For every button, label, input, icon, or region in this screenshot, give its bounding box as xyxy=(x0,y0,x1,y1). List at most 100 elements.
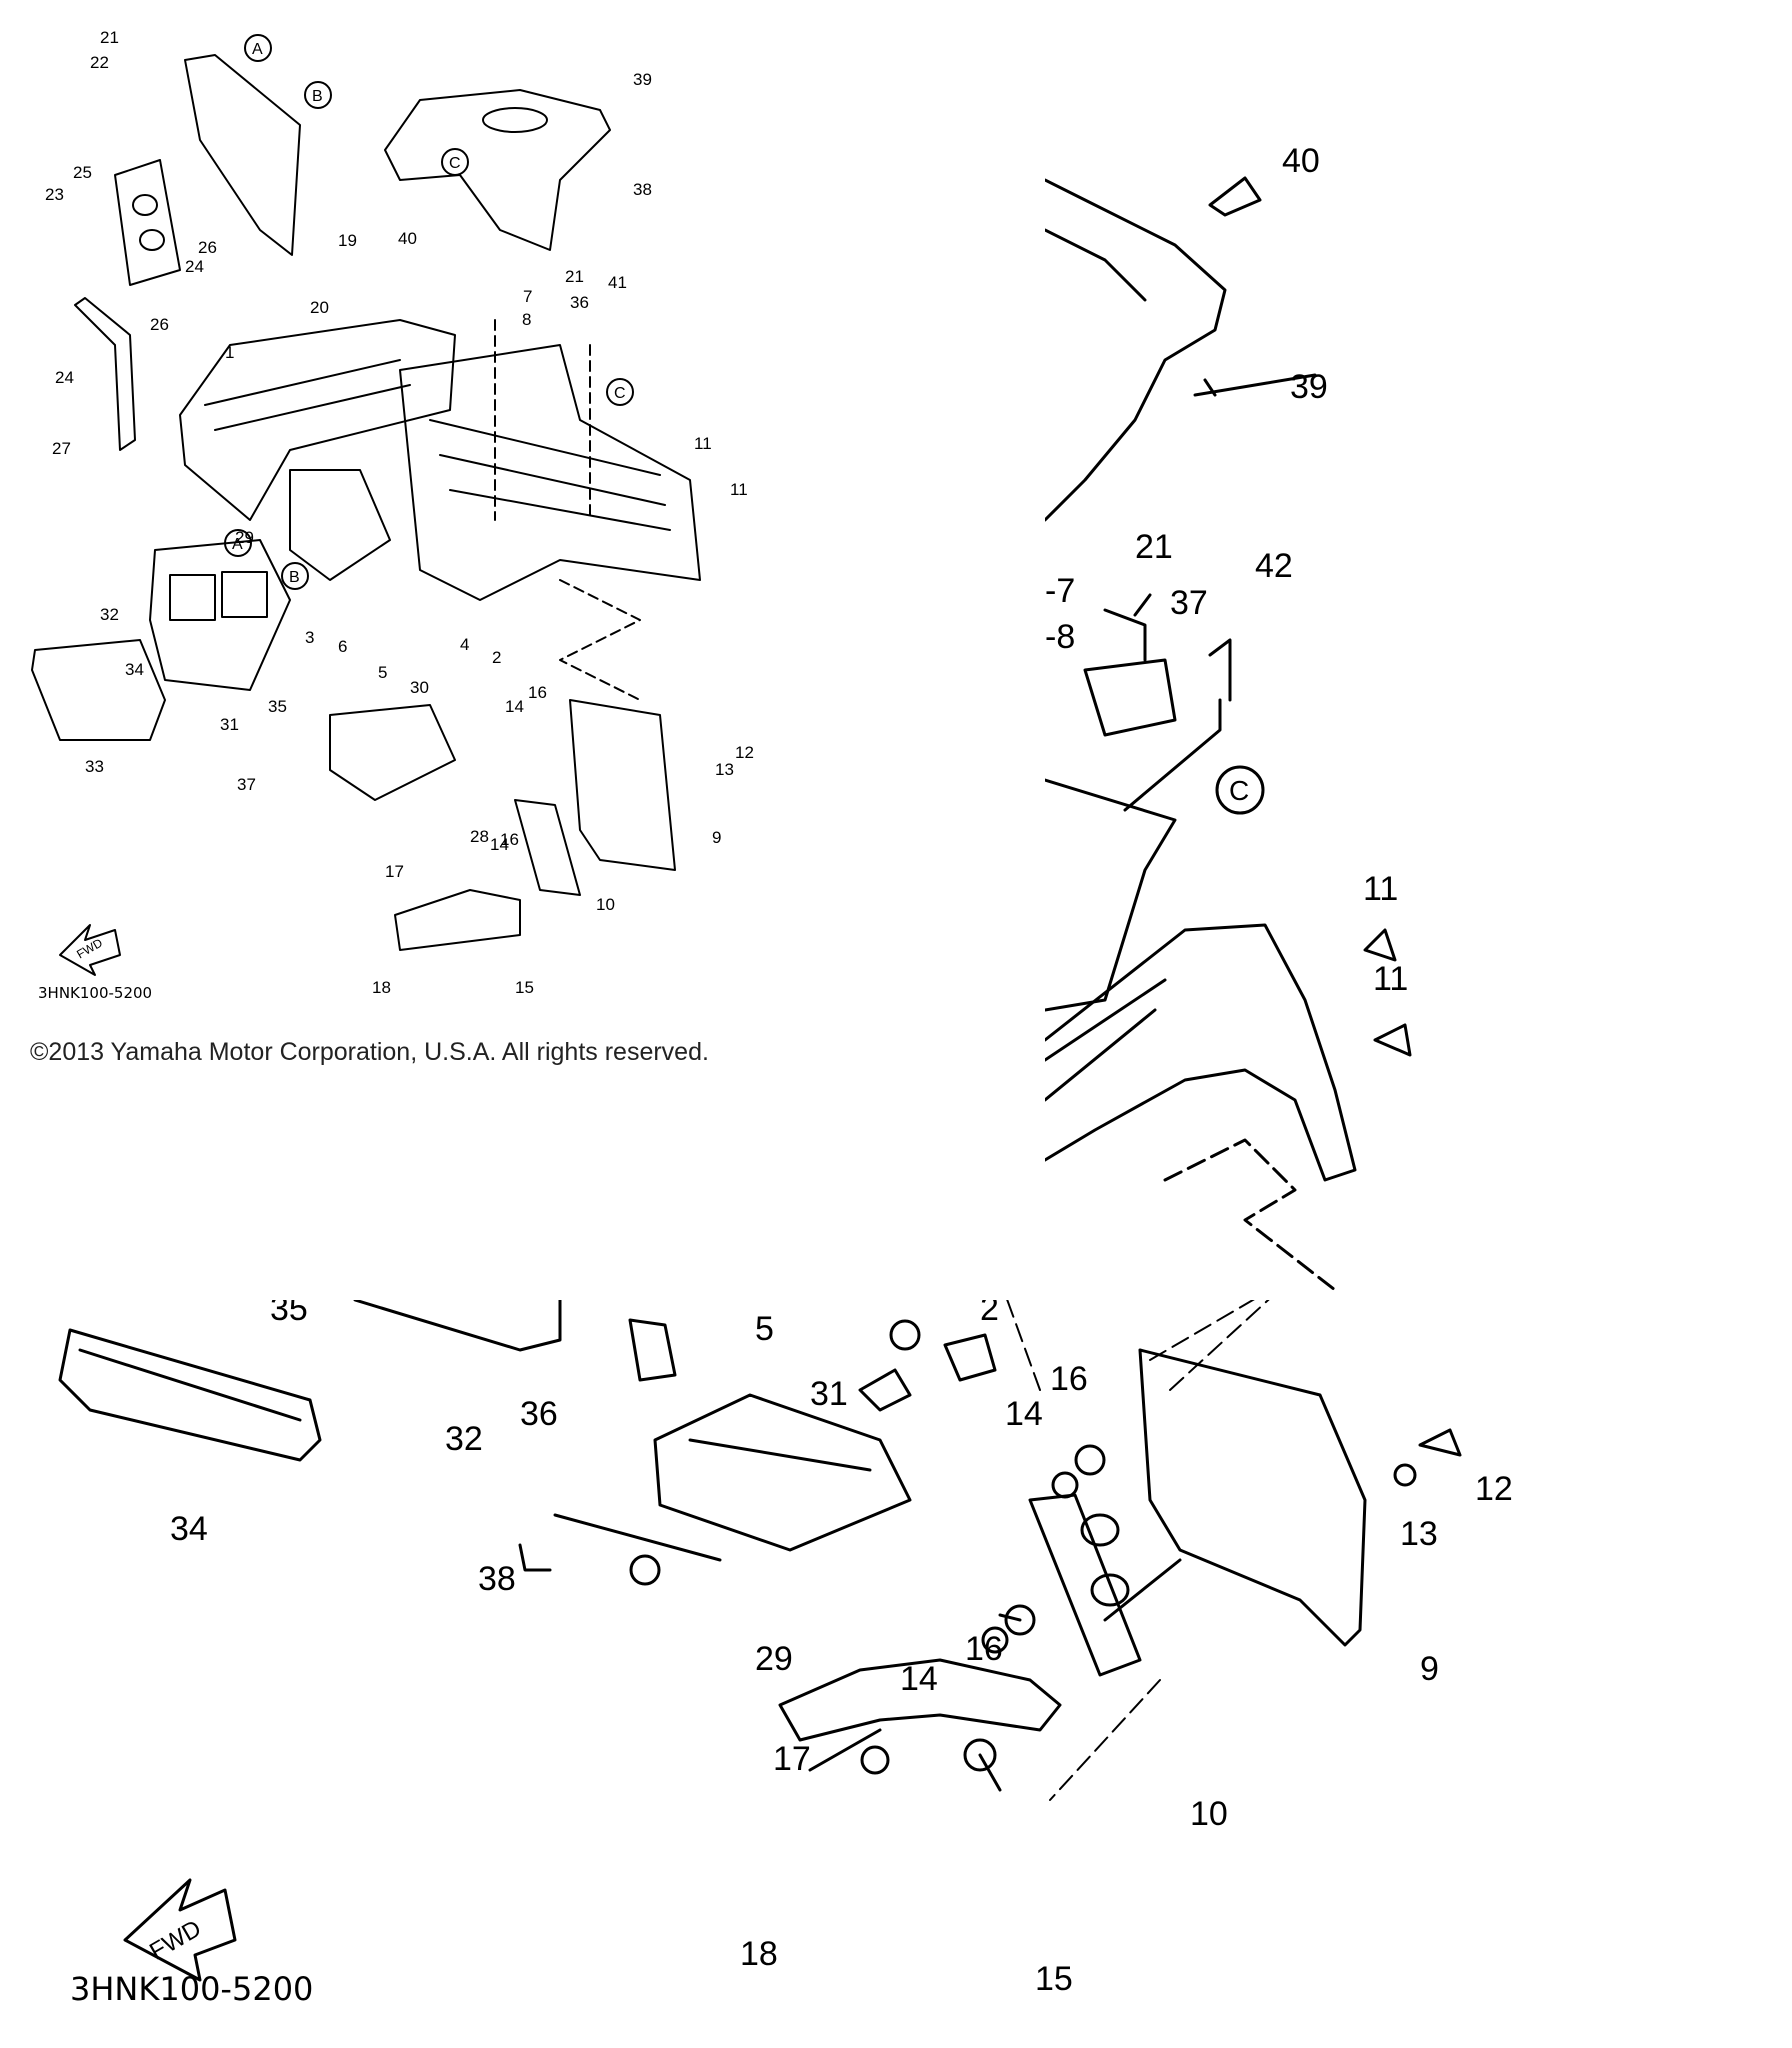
alignment-lines xyxy=(494,319,641,701)
part-label-36: 36 xyxy=(570,293,589,312)
part-label--7: -7 xyxy=(1045,572,1075,610)
part-39-inner-edge xyxy=(1045,228,1147,302)
part-label-22: 22 xyxy=(90,53,109,72)
part-label-16: 16 xyxy=(528,683,547,702)
part-label-31: 31 xyxy=(220,715,239,734)
part-label-13: 13 xyxy=(715,760,734,779)
part-20-hole-2 xyxy=(139,229,165,251)
screw-42-leader xyxy=(1123,638,1232,812)
part-30-housing xyxy=(289,469,391,581)
fwd-label: FWD xyxy=(74,935,105,961)
part-label-14: 14 xyxy=(1005,1395,1043,1433)
part-label-9: 9 xyxy=(1420,1650,1439,1688)
callout-c-mid xyxy=(606,378,634,406)
part-label-10: 10 xyxy=(596,895,615,914)
part-label-1: 1 xyxy=(225,343,234,362)
part-32-frame-detail xyxy=(353,1300,562,1352)
nut-15 xyxy=(963,1738,997,1772)
part-rear-fender-ribs xyxy=(429,419,671,531)
part-32-lens-right xyxy=(221,571,268,618)
part-label-6: 6 xyxy=(338,637,347,656)
part-label-29: 29 xyxy=(235,528,254,547)
alignment-dash-lower xyxy=(1006,1300,1270,1801)
part-label-12: 12 xyxy=(1475,1470,1513,1508)
callout-b-top xyxy=(304,81,332,109)
part-label-37: 37 xyxy=(237,775,256,794)
callout-c-zoom-letter: C xyxy=(1229,775,1249,806)
part-label-21: 21 xyxy=(1135,528,1173,566)
bolt-18 xyxy=(860,1745,890,1775)
part-17-bracket-detail xyxy=(778,1658,1062,1742)
plate-hole-1 xyxy=(1080,1513,1120,1547)
part-label-35: 35 xyxy=(268,697,287,716)
part-label--8: -8 xyxy=(1045,618,1075,656)
fender-ribs xyxy=(1045,978,1167,1102)
part-label-34: 34 xyxy=(125,660,144,679)
part-9-mud-flap xyxy=(569,699,676,871)
body-section xyxy=(1045,778,1177,1012)
part-label-24: 24 xyxy=(185,257,204,276)
fwd-arrow-icon-large xyxy=(123,1878,237,1982)
part-label-7: 7 xyxy=(523,287,532,306)
part-label-15: 15 xyxy=(515,978,534,997)
part-label-37: 37 xyxy=(1170,584,1208,622)
part-label-4: 4 xyxy=(460,635,469,654)
washer-4 xyxy=(889,1319,921,1351)
callout-a-letter: A xyxy=(252,41,263,58)
part-label-5: 5 xyxy=(755,1310,774,1348)
part-label-18: 18 xyxy=(740,1935,778,1973)
part-39-opening xyxy=(482,107,548,133)
part-label-16: 16 xyxy=(500,830,519,849)
washer-16-b xyxy=(1004,1604,1036,1636)
bolt-12 xyxy=(1418,1428,1462,1457)
plate-hole-2 xyxy=(1090,1573,1130,1607)
screw-38 xyxy=(629,1554,661,1586)
nut-14 xyxy=(1051,1471,1079,1499)
part-rear-fender xyxy=(399,344,701,601)
part-label-8: 8 xyxy=(522,310,531,329)
screw-31 xyxy=(858,1368,912,1412)
bolts-11 xyxy=(1363,928,1412,1057)
part-label-36: 36 xyxy=(520,1395,558,1433)
part-label-33: 33 xyxy=(85,757,104,776)
part-17-bracket xyxy=(394,889,521,951)
leader-39 xyxy=(1193,373,1317,397)
part-label-9: 9 xyxy=(712,828,721,847)
callout-c-top xyxy=(441,148,469,176)
part-label-17: 17 xyxy=(773,1740,811,1778)
part-label-2: 2 xyxy=(980,1300,999,1328)
part-label-18: 18 xyxy=(372,978,391,997)
part-label-23: 23 xyxy=(45,185,64,204)
part-label-38: 38 xyxy=(478,1560,516,1598)
part-label-10: 10 xyxy=(1190,1795,1228,1833)
alignment-dash xyxy=(1163,1138,1337,1292)
part-label-14: 14 xyxy=(505,697,524,716)
fwd-arrow-icon xyxy=(59,924,121,976)
diagram-code-large: 3HNK100-5200 xyxy=(70,1970,314,2008)
part-label-14: 14 xyxy=(490,835,509,854)
part-32-headlight-frame xyxy=(149,539,291,691)
part-1-ribs xyxy=(204,359,411,431)
callout-b-letter-2: B xyxy=(289,569,300,586)
callout-c-letter: C xyxy=(449,155,461,172)
part-label-14: 14 xyxy=(900,1660,938,1698)
part-39-top-cover xyxy=(384,89,611,251)
part-37-cushion xyxy=(1083,658,1177,737)
part-29-lamp-detail xyxy=(653,1393,912,1552)
part-rear-fender-detail xyxy=(1045,923,1357,1182)
part-label-25: 25 xyxy=(73,163,92,182)
part-20-plate xyxy=(114,159,181,286)
part-label-31: 31 xyxy=(810,1375,848,1413)
part-label-19: 19 xyxy=(338,231,357,250)
part-label-15: 15 xyxy=(1035,1960,1073,1998)
part-label-21: 21 xyxy=(565,267,584,286)
part-label-29: 29 xyxy=(755,1640,793,1678)
part-label-32: 32 xyxy=(445,1420,483,1458)
callout-a-mid xyxy=(224,529,252,557)
part-label-26: 26 xyxy=(198,238,217,257)
part-36-clip xyxy=(628,1318,677,1382)
